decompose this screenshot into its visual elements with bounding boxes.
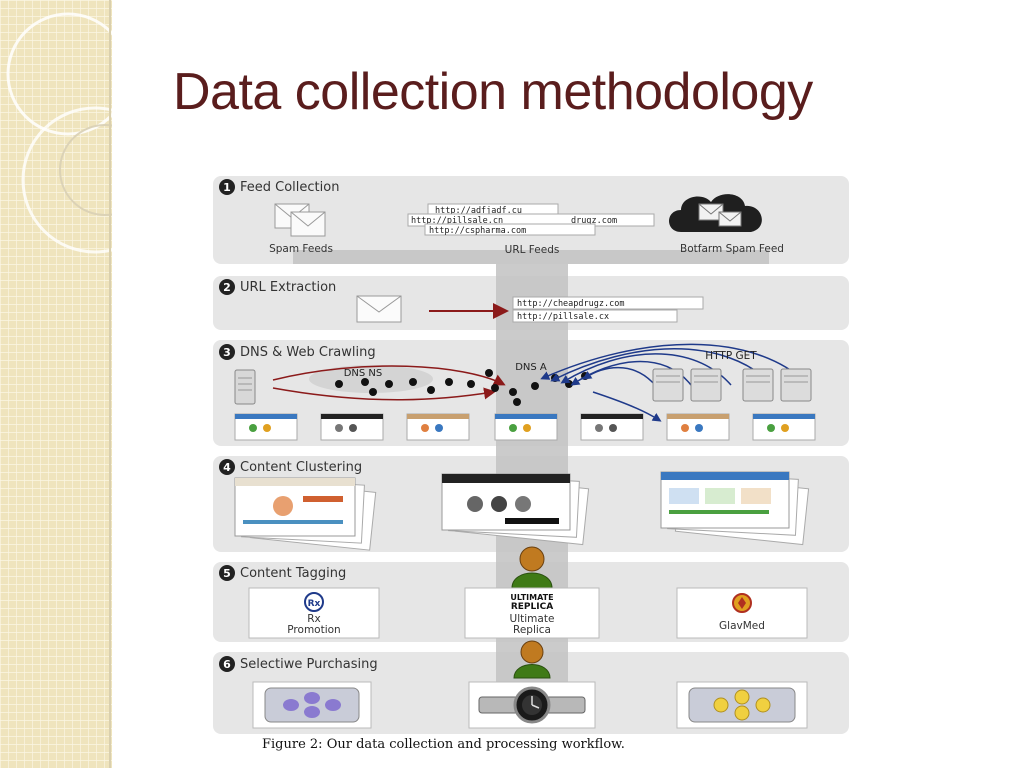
dns-node bbox=[513, 398, 521, 406]
step-2-header: 2 URL Extraction bbox=[219, 279, 336, 295]
dns-node bbox=[467, 380, 475, 388]
step-number: 2 bbox=[223, 281, 231, 294]
spam-feeds-envelopes-icon bbox=[274, 203, 326, 237]
dns-node bbox=[385, 380, 393, 388]
page-thumbnail bbox=[580, 413, 644, 441]
step-badge bbox=[219, 279, 235, 295]
dns-node bbox=[509, 388, 517, 396]
step-5-header: 5 Content Tagging bbox=[219, 565, 346, 581]
workflow-diagram: 1 Feed Collection 2 URL Extraction 3 DNS… bbox=[213, 176, 849, 734]
tag-label: GlavMed bbox=[719, 620, 765, 632]
step-label: Selectiwe Purchasing bbox=[240, 657, 378, 672]
tag-card-rx-promotion: Rx Rx Promotion bbox=[248, 587, 380, 639]
crawled-page-thumbnails bbox=[234, 413, 816, 441]
tag-card-ultimate-replica: ULTIMATE REPLICA Ultimate Replica bbox=[464, 587, 600, 639]
product-yellow-pills bbox=[676, 681, 808, 729]
step-1-header: 1 Feed Collection bbox=[219, 179, 339, 195]
dns-server-icon bbox=[234, 369, 256, 405]
slide-decoration bbox=[0, 0, 112, 768]
step-label: URL Extraction bbox=[240, 280, 336, 295]
svg-text:ULTIMATE: ULTIMATE bbox=[510, 593, 553, 602]
step-badge bbox=[219, 656, 235, 672]
step-label: Feed Collection bbox=[240, 180, 339, 195]
svg-text:REPLICA: REPLICA bbox=[511, 602, 553, 612]
purchaser-person-icon bbox=[513, 640, 551, 679]
dns-node bbox=[335, 380, 343, 388]
step-number: 5 bbox=[223, 567, 231, 580]
step-label: Content Clustering bbox=[240, 460, 362, 475]
step-number: 6 bbox=[223, 658, 231, 671]
web-server-icon bbox=[690, 368, 722, 402]
web-server-icons bbox=[652, 368, 812, 402]
step-badge bbox=[219, 344, 235, 360]
rx-logo-icon: Rx bbox=[304, 592, 324, 612]
page-thumbnail bbox=[666, 413, 730, 441]
step-4-header: 4 Content Clustering bbox=[219, 459, 362, 475]
tag-card-glavmed: GlavMed bbox=[676, 587, 808, 639]
dns-ns-label: DNS NS bbox=[344, 368, 383, 379]
step-number: 4 bbox=[223, 461, 231, 474]
http-get-label: HTTP GET bbox=[705, 350, 757, 362]
dns-node bbox=[409, 378, 417, 386]
figure-caption: Figure 2: Our data collection and proces… bbox=[262, 737, 625, 752]
cluster-stack-replica bbox=[441, 473, 590, 546]
page-thumbnail bbox=[406, 413, 470, 441]
extracted-url-list: http://cheapdrugz.com http://pillsale.cx bbox=[512, 296, 704, 323]
dns-node bbox=[445, 378, 453, 386]
glavmed-logo-icon bbox=[732, 593, 752, 613]
dns-ns-arrow bbox=[272, 365, 506, 386]
tag-label: Rx bbox=[307, 613, 321, 625]
ultimate-replica-logo: ULTIMATE REPLICA bbox=[510, 593, 553, 612]
tag-label: Ultimate bbox=[510, 613, 555, 625]
dns-node bbox=[361, 378, 369, 386]
page-thumbnail bbox=[494, 413, 558, 441]
slide-title: Data collection methodology bbox=[173, 63, 813, 121]
tag-label: Promotion bbox=[287, 624, 340, 636]
dns-node bbox=[485, 369, 493, 377]
product-replica-watch bbox=[468, 681, 596, 729]
extracted-url-item: http://pillsale.cx bbox=[517, 312, 609, 322]
step-3-header: 3 DNS & Web Crawling bbox=[219, 344, 376, 360]
svg-text:Rx: Rx bbox=[308, 599, 321, 609]
email-envelope-icon bbox=[356, 295, 402, 323]
dns-node bbox=[369, 388, 377, 396]
dns-node bbox=[491, 384, 499, 392]
feed-url-list: http://adfjadf.cu http://pillsale.cn dru… bbox=[407, 203, 655, 236]
web-server-icon bbox=[742, 368, 774, 402]
web-server-icon bbox=[780, 368, 812, 402]
step-badge bbox=[219, 179, 235, 195]
botfarm-cloud-icon bbox=[669, 194, 762, 232]
tag-label: Replica bbox=[513, 624, 551, 636]
step-number: 3 bbox=[223, 346, 231, 359]
page-thumbnail bbox=[320, 413, 384, 441]
feed-url-item: http://cspharma.com bbox=[429, 226, 526, 236]
web-server-icon bbox=[652, 368, 684, 402]
step-badge bbox=[219, 459, 235, 475]
product-purple-pills bbox=[252, 681, 372, 729]
analyst-person-icon bbox=[511, 546, 553, 589]
dns-node bbox=[565, 380, 573, 388]
step-label: Content Tagging bbox=[240, 566, 346, 581]
page-thumbnail bbox=[752, 413, 816, 441]
dns-node bbox=[531, 382, 539, 390]
botfarm-label: Botfarm Spam Feed bbox=[680, 243, 784, 255]
step-label: DNS & Web Crawling bbox=[240, 345, 376, 360]
dns-node bbox=[427, 386, 435, 394]
step-badge bbox=[219, 565, 235, 581]
feed-url-item: drugz.com bbox=[571, 216, 617, 226]
cluster-stack-glavmed bbox=[660, 471, 810, 546]
feed-url-item: http://pillsale.cn bbox=[411, 216, 503, 226]
url-feeds-label: URL Feeds bbox=[505, 244, 560, 256]
feed-url-item: http://adfjadf.cu bbox=[435, 206, 522, 216]
page-thumbnail bbox=[234, 413, 298, 441]
dns-a-label: DNS A bbox=[515, 362, 547, 373]
dns-ns-arrow bbox=[272, 387, 496, 401]
step-6-header: 6 Selectiwe Purchasing bbox=[219, 656, 378, 672]
step-number: 1 bbox=[223, 181, 231, 194]
extracted-url-item: http://cheapdrugz.com bbox=[517, 299, 624, 309]
spam-feeds-label: Spam Feeds bbox=[269, 243, 333, 255]
cluster-stack-pharmacy bbox=[234, 477, 377, 551]
